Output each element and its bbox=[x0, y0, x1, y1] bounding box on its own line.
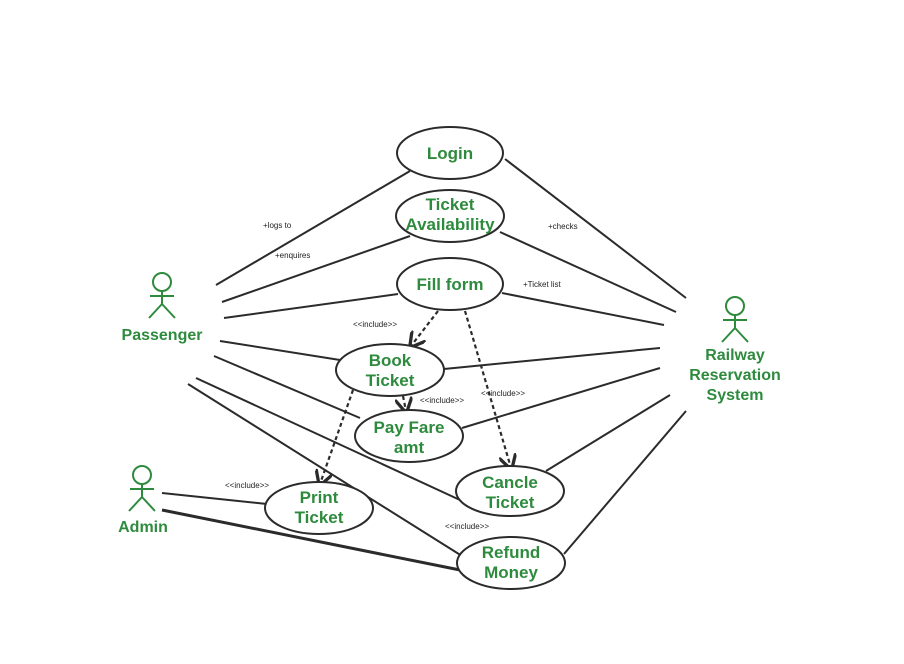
usecase-refund-money-line2: Money bbox=[484, 563, 538, 582]
label-checks: +checks bbox=[548, 222, 578, 231]
actor-railway-reservation-system: Railway Reservation System bbox=[689, 296, 781, 404]
actor-system-line3: System bbox=[707, 387, 764, 404]
usecase-refund-money: Refund Money bbox=[456, 536, 566, 590]
usecase-fill-form-label: Fill form bbox=[416, 275, 483, 294]
actor-admin: Admin bbox=[118, 465, 168, 536]
label-include-book: <<include>> bbox=[353, 320, 397, 329]
actor-system-line1: Railway bbox=[705, 347, 765, 364]
assoc-system-pay bbox=[461, 367, 661, 429]
usecase-pay-fare: Pay Fare amt bbox=[354, 409, 464, 463]
label-enquires: +enquires bbox=[275, 251, 310, 260]
include-book-pay bbox=[403, 395, 406, 411]
actor-passenger-label: Passenger bbox=[122, 327, 203, 344]
include-fillform-book bbox=[411, 310, 439, 346]
usecase-print-ticket-line1: Print bbox=[300, 488, 339, 507]
usecase-cancel-ticket-line1: Cancle bbox=[482, 473, 538, 492]
label-include-refund: <<include>> bbox=[445, 522, 489, 531]
label-include-cancel: <<include>> bbox=[481, 389, 525, 398]
assoc-passenger-pay bbox=[213, 355, 361, 419]
usecase-print-ticket: Print Ticket bbox=[264, 481, 374, 535]
usecase-ticket-availability-line1: Ticket bbox=[426, 195, 475, 214]
usecase-fill-form: Fill form bbox=[396, 257, 504, 311]
label-include-print: <<include>> bbox=[225, 481, 269, 490]
assoc-system-login bbox=[504, 158, 687, 299]
usecase-ticket-availability: Ticket Availability bbox=[395, 189, 505, 243]
assoc-system-fillform bbox=[501, 292, 665, 326]
assoc-passenger-book bbox=[219, 340, 341, 361]
admin-stick-figure-icon bbox=[128, 465, 156, 512]
usecase-book-ticket-line2: Ticket bbox=[366, 371, 415, 390]
assoc-system-availability bbox=[499, 231, 677, 313]
label-logs-to: +logs to bbox=[263, 221, 292, 230]
assoc-passenger-availability bbox=[221, 235, 411, 303]
assoc-passenger-login bbox=[215, 170, 411, 286]
usecase-print-ticket-line2: Ticket bbox=[295, 508, 344, 527]
usecase-ticket-availability-line2: Availability bbox=[405, 215, 495, 234]
actor-passenger: Passenger bbox=[122, 272, 203, 344]
usecase-pay-fare-line1: Pay Fare bbox=[374, 418, 445, 437]
include-book-print bbox=[320, 389, 355, 484]
usecase-login-label: Login bbox=[427, 144, 473, 163]
actor-admin-label: Admin bbox=[118, 519, 168, 536]
usecase-cancel-ticket: Cancle Ticket bbox=[455, 465, 565, 517]
actor-system-line2: Reservation bbox=[689, 367, 781, 384]
assoc-admin-print bbox=[161, 492, 268, 505]
passenger-stick-figure-icon bbox=[148, 272, 176, 319]
assoc-system-book bbox=[443, 347, 661, 370]
include-fillform-cancel bbox=[463, 310, 511, 468]
usecase-login: Login bbox=[396, 126, 504, 180]
label-include-pay: <<include>> bbox=[420, 396, 464, 405]
assoc-passenger-fillform bbox=[223, 293, 399, 319]
usecase-book-ticket-line1: Book bbox=[369, 351, 412, 370]
label-ticket-list: +Ticket list bbox=[523, 280, 561, 289]
usecase-pay-fare-line2: amt bbox=[394, 438, 425, 457]
usecase-cancel-ticket-line2: Ticket bbox=[486, 493, 535, 512]
assoc-admin-refund bbox=[161, 508, 461, 572]
assoc-passenger-cancel bbox=[195, 377, 461, 501]
usecase-book-ticket: Book Ticket bbox=[335, 343, 445, 397]
system-stick-figure-icon bbox=[721, 296, 749, 343]
assoc-system-refund bbox=[563, 410, 687, 555]
assoc-system-cancel bbox=[545, 394, 671, 472]
usecase-refund-money-line1: Refund bbox=[482, 543, 541, 562]
